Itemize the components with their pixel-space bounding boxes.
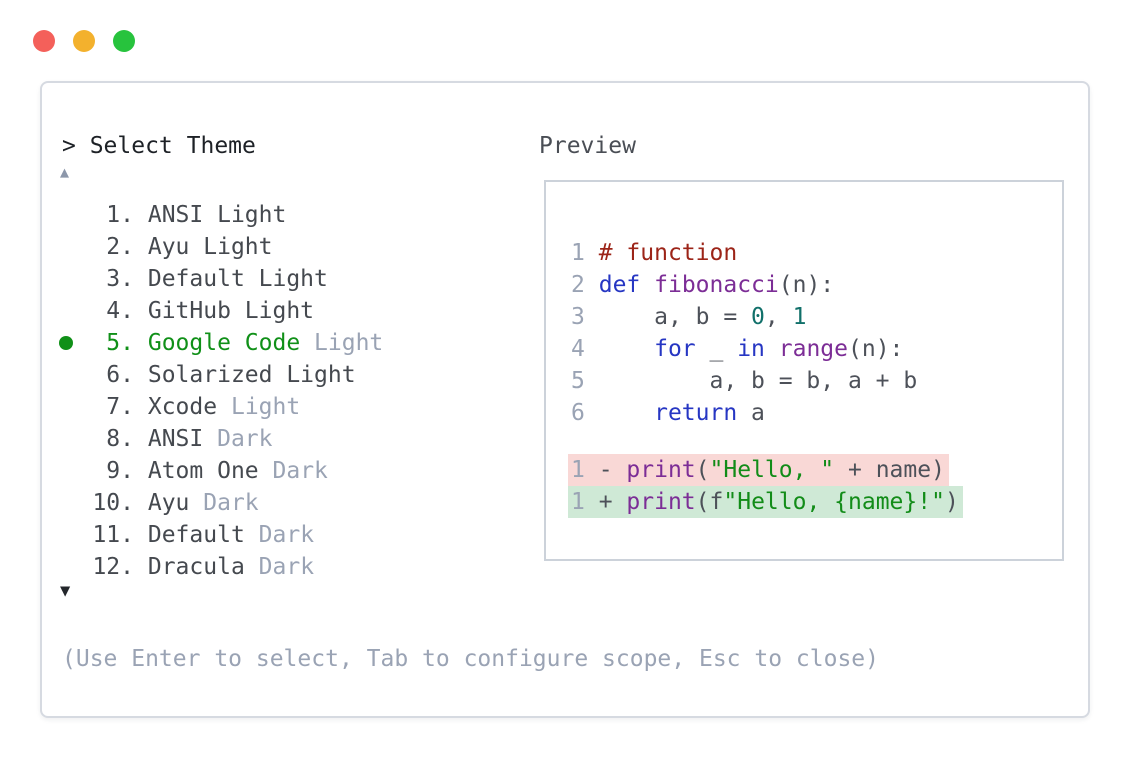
theme-list-item-2[interactable]: 2. Ayu Light	[42, 231, 512, 263]
item-variant: Light	[230, 394, 301, 420]
close-window-icon[interactable]	[33, 30, 55, 52]
code-line-3: 3 a, b = 0, 1	[571, 304, 807, 330]
theme-list-item-12[interactable]: 12. Dracula Dark	[42, 551, 512, 583]
item-variant: Dark	[258, 522, 315, 548]
select-theme-prompt: > Select Theme	[62, 133, 256, 159]
theme-list-item-4[interactable]: 4. GitHub Light	[42, 295, 512, 327]
item-number: 3.	[106, 266, 134, 292]
item-name: ANSI	[147, 426, 204, 452]
item-number: 4.	[106, 298, 134, 324]
item-name: Default Light	[147, 266, 328, 292]
theme-list-item-8[interactable]: 8. ANSI Dark	[42, 423, 512, 455]
item-name: Ayu	[147, 490, 190, 516]
code-line-4: 4 for _ in range(n):	[571, 336, 904, 362]
item-variant: Dark	[258, 554, 315, 580]
item-number: 6.	[106, 362, 134, 388]
item-number: 7.	[106, 394, 134, 420]
item-name: Ayu Light	[147, 234, 273, 260]
item-name: GitHub Light	[147, 298, 315, 324]
item-name: Solarized Light	[147, 362, 356, 388]
diff-sample: 1 - print("Hello, " + name)1 + print(f"H…	[568, 454, 963, 518]
item-variant: Dark	[217, 426, 273, 452]
maximize-window-icon[interactable]	[113, 30, 135, 52]
item-variant: Dark	[203, 490, 259, 516]
item-variant: Light	[314, 330, 384, 356]
scroll-down-icon[interactable]: ▼	[60, 581, 71, 601]
help-text: (Use Enter to select, Tab to configure s…	[62, 646, 879, 672]
scroll-up-icon[interactable]: ▲	[60, 163, 70, 181]
theme-list-item-9[interactable]: 9. Atom One Dark	[42, 455, 512, 487]
item-number: 9.	[106, 458, 134, 484]
theme-list-item-1[interactable]: 1. ANSI Light	[42, 199, 512, 231]
selected-item-bullet-icon	[59, 336, 73, 350]
preview-pane: 1 # function 2 def fibonacci(n): 3 a, b = …	[544, 180, 1064, 561]
item-name: ANSI Light	[147, 202, 287, 228]
code-line-1: 1 # function	[571, 240, 738, 266]
item-number: 12.	[92, 554, 134, 580]
item-number: 1.	[106, 202, 134, 228]
diff-line-added: 1 + print(f"Hello, {name}!")	[568, 486, 963, 518]
theme-list-item-3[interactable]: 3. Default Light	[42, 263, 512, 295]
item-name: Xcode	[147, 394, 218, 420]
minimize-window-icon[interactable]	[73, 30, 95, 52]
theme-list-item-11[interactable]: 11. Default Dark	[42, 519, 512, 551]
code-line-5: 5 a, b = b, a + b	[571, 368, 918, 394]
item-variant: Dark	[272, 458, 328, 484]
theme-list-item-6[interactable]: 6. Solarized Light	[42, 359, 512, 391]
item-name: Default	[147, 522, 245, 548]
code-sample: 1 # function 2 def fibonacci(n): 3 a, b = …	[571, 237, 917, 429]
item-number: 2.	[106, 234, 134, 260]
theme-list-item-5[interactable]: 5. Google Code Light	[42, 327, 512, 359]
item-name: Google Code	[147, 330, 301, 356]
item-number: 8.	[106, 426, 134, 452]
preview-title: Preview	[539, 133, 636, 159]
code-line-6: 6 return a	[571, 400, 765, 426]
diff-line-removed: 1 - print("Hello, " + name)	[568, 454, 949, 486]
item-name: Dracula	[147, 554, 245, 580]
code-line-2: 2 def fibonacci(n):	[571, 272, 835, 298]
item-number: 11.	[92, 522, 134, 548]
theme-list-item-10[interactable]: 10. Ayu Dark	[42, 487, 512, 519]
theme-list-item-7[interactable]: 7. Xcode Light	[42, 391, 512, 423]
item-name: Atom One	[147, 458, 259, 484]
item-number: 10.	[92, 490, 134, 516]
item-number: 5.	[106, 330, 134, 356]
